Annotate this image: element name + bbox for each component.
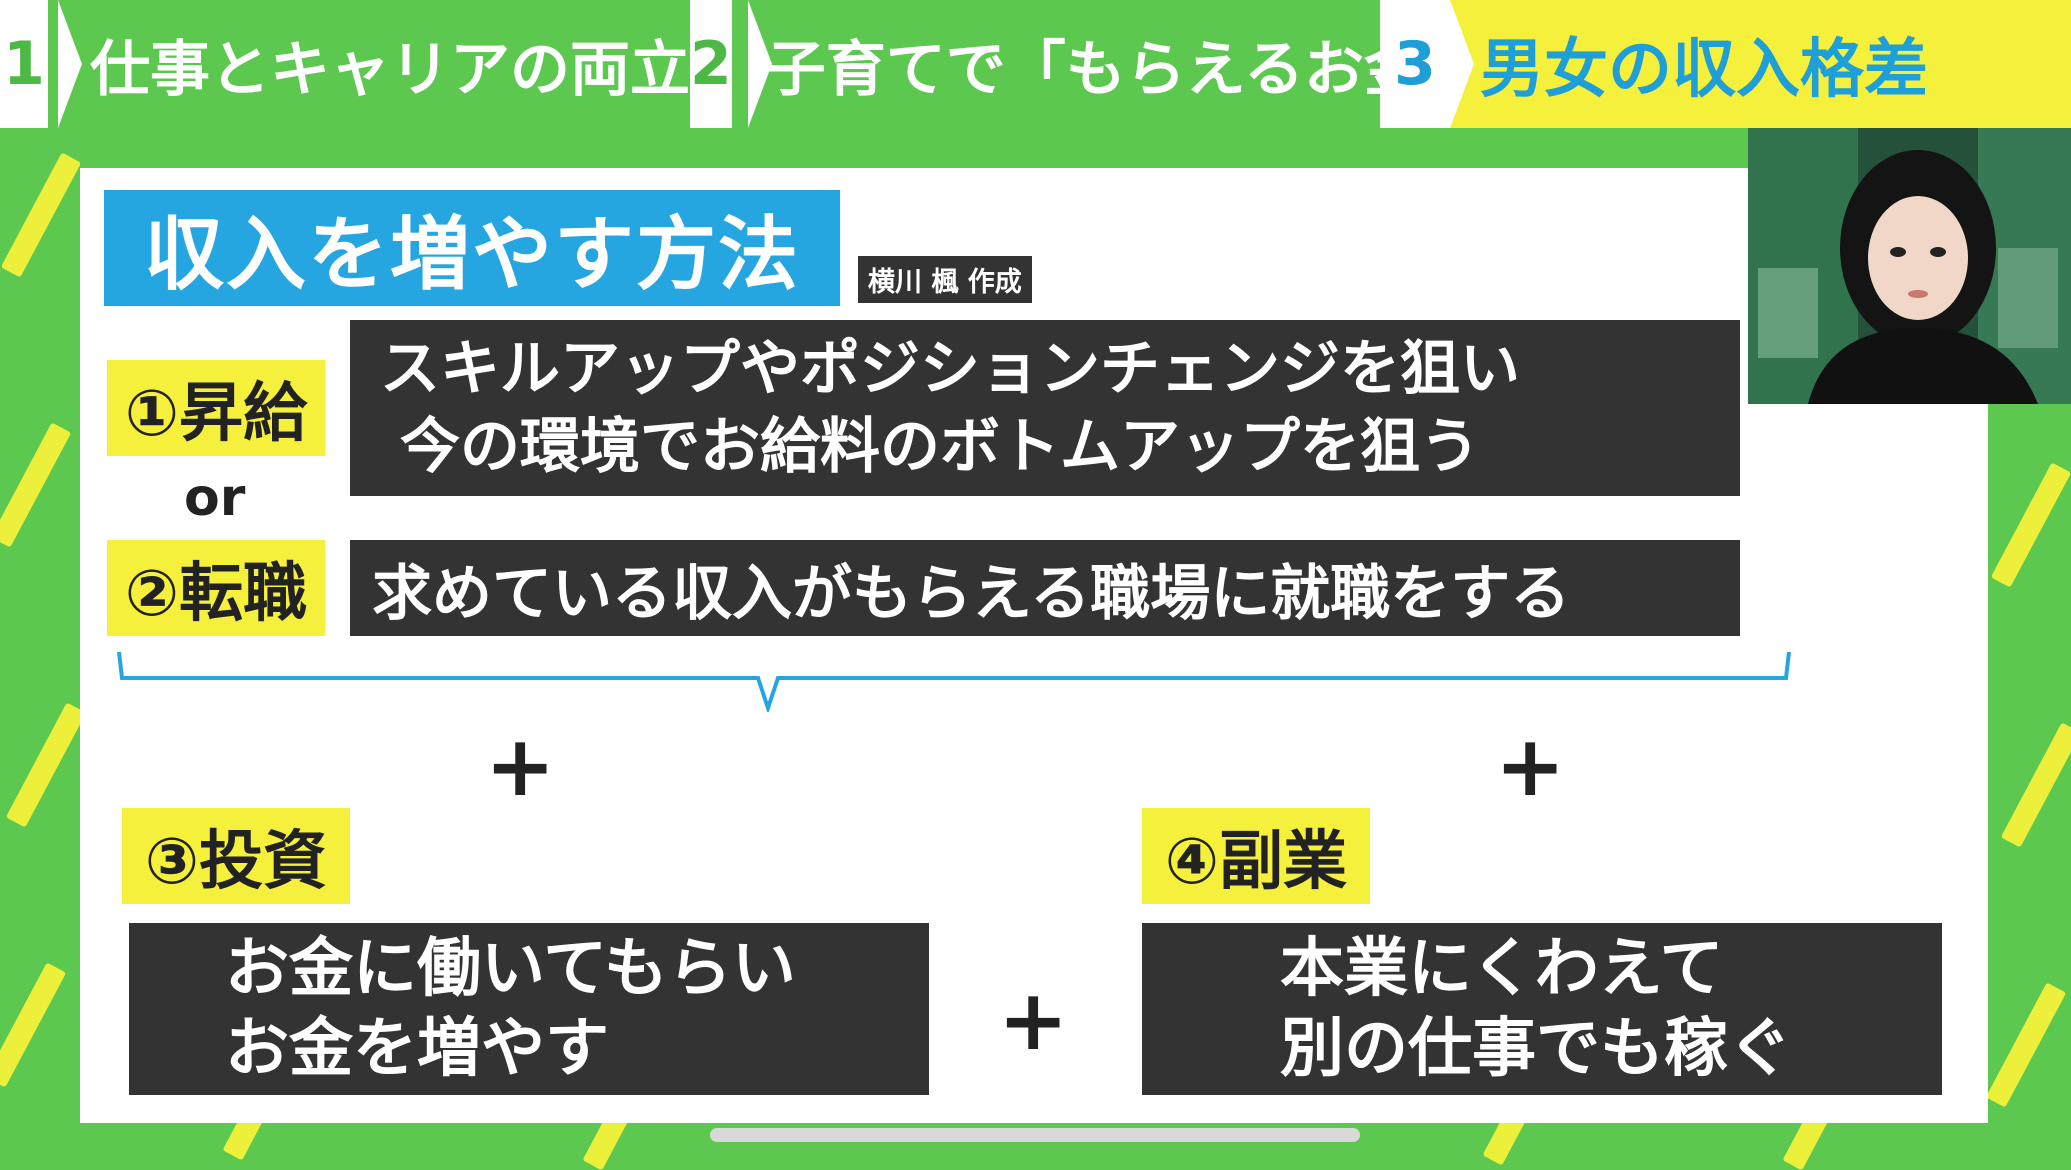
plus-sign: + — [1495, 717, 1566, 815]
topic-tab-bar: 1 仕事とキャリアの両立 2 子育てで「もらえるお金」 3 男女の収入格差 — [0, 0, 2071, 128]
description-line: お金を増やす — [225, 1012, 609, 1086]
tab-income-gap: 3 男女の収入格差 — [1380, 0, 2071, 128]
tab-work-career: 1 仕事とキャリアの両立 — [0, 0, 690, 128]
option-side-job-tag: ④副業 — [1142, 808, 1370, 904]
option-raise-description: スキルアップやポジションチェンジを狙い 今の環境でお給料のボトムアップを狙う — [350, 320, 1740, 496]
option-side-job-description: 本業にくわえて 別の仕事でも稼ぐ — [1142, 923, 1942, 1095]
credit-label: 横川 楓 作成 — [858, 256, 1032, 303]
tab-childcare-money: 2 子育てで「もらえるお金」 — [690, 0, 1484, 128]
description-line: 今の環境でお給料のボトムアップを狙う — [400, 412, 1480, 482]
chevron-right-icon — [748, 0, 772, 128]
bracket-connector — [117, 652, 1791, 712]
chevron-right-icon — [1450, 0, 1474, 128]
tab-label: 男女の収入格差 — [1480, 33, 1928, 107]
plus-sign: + — [485, 717, 556, 815]
description-line: お金に働いてもらい — [225, 932, 796, 1006]
option-job-change-description: 求めている収入がもらえる職場に就職をする — [350, 540, 1740, 636]
tab-number: 2 — [690, 0, 732, 128]
plus-sign: + — [998, 971, 1069, 1069]
description-line: スキルアップやポジションチェンジを狙い — [380, 334, 1520, 404]
tab-number: 1 — [0, 0, 48, 128]
description-line: 本業にくわえて — [1280, 932, 1724, 1006]
content-panel: 収入を増やす方法 横川 楓 作成 ①昇給 スキルアップやポジションチェンジを狙い… — [80, 168, 1988, 1123]
tab-label: 仕事とキャリアの両立 — [90, 34, 690, 105]
option-investment-description: お金に働いてもらい お金を増やす — [129, 923, 929, 1095]
scrollbar-thumb[interactable] — [710, 1128, 1360, 1142]
tab-number: 3 — [1380, 0, 1450, 128]
or-label: or — [184, 468, 246, 528]
panel-title: 収入を増やす方法 — [144, 208, 800, 301]
option-raise-tag: ①昇給 — [107, 360, 325, 456]
option-job-change-tag: ②転職 — [107, 540, 325, 636]
chevron-right-icon — [58, 0, 82, 128]
presenter-image — [1748, 128, 2071, 404]
description-line: 別の仕事でも稼ぐ — [1280, 1012, 1792, 1086]
option-investment-tag: ③投資 — [122, 808, 350, 904]
description-line: 求めている収入がもらえる職場に就職をする — [372, 558, 1571, 629]
tab-label: 子育てで「もらえるお金」 — [765, 34, 1484, 105]
panel-title-box: 収入を増やす方法 — [104, 190, 840, 306]
presenter-video-inset — [1748, 128, 2071, 404]
